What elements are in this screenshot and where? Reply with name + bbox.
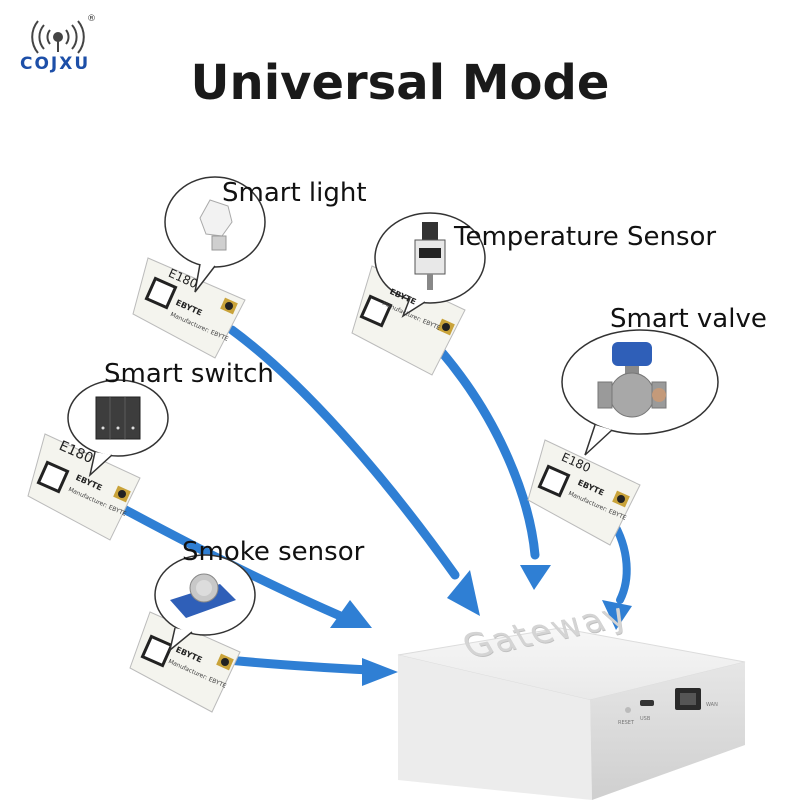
brand-logo-text: COJXU xyxy=(20,54,91,74)
label-smart-light: Smart light xyxy=(222,178,367,208)
label-temperature-sensor: Temperature Sensor xyxy=(454,222,717,252)
bubble-smart-switch xyxy=(67,379,169,478)
usb-port xyxy=(640,700,654,706)
reset-button xyxy=(625,707,631,713)
module-smart-valve xyxy=(527,439,641,546)
gateway-reset-label: RESET xyxy=(618,720,635,726)
module-smart-switch xyxy=(27,433,141,541)
wall-switch-icon xyxy=(95,396,141,440)
module-smart-light xyxy=(132,257,246,359)
registered-mark: ® xyxy=(87,14,96,24)
arrowhead-switch xyxy=(330,600,372,628)
arrowhead-temperature xyxy=(520,565,551,590)
label-smart-switch: Smart switch xyxy=(104,359,274,389)
antenna-logo-icon xyxy=(31,20,85,54)
pressure-transmitter-icon xyxy=(414,222,446,290)
gateway-wan-label: WAN xyxy=(706,702,718,708)
light-bulb-icon xyxy=(199,199,233,251)
arrow-temperature-sensor xyxy=(435,345,540,560)
label-smoke-sensor: Smoke sensor xyxy=(182,537,365,567)
arrow-heads xyxy=(330,565,632,686)
bubble-smart-light xyxy=(164,176,266,293)
gateway-device xyxy=(397,627,746,800)
arrowhead-smoke xyxy=(362,658,398,686)
bubble-smart-valve xyxy=(561,329,719,456)
bubble-temperature-sensor xyxy=(374,212,486,318)
page-title: Universal Mode xyxy=(190,55,610,111)
ball-valve-icon xyxy=(597,342,667,418)
gas-sensor-icon xyxy=(170,573,236,618)
arrow-smoke-sensor xyxy=(223,655,375,675)
bubble-smoke-sensor xyxy=(154,554,256,652)
arrowhead-valve xyxy=(602,600,632,630)
module-smoke-sensor xyxy=(129,611,241,713)
arrowhead-smart-light xyxy=(447,570,480,616)
gateway-usb-label: USB xyxy=(640,716,651,722)
arrow-smart-light xyxy=(227,325,460,580)
label-smart-valve: Smart valve xyxy=(610,304,767,334)
